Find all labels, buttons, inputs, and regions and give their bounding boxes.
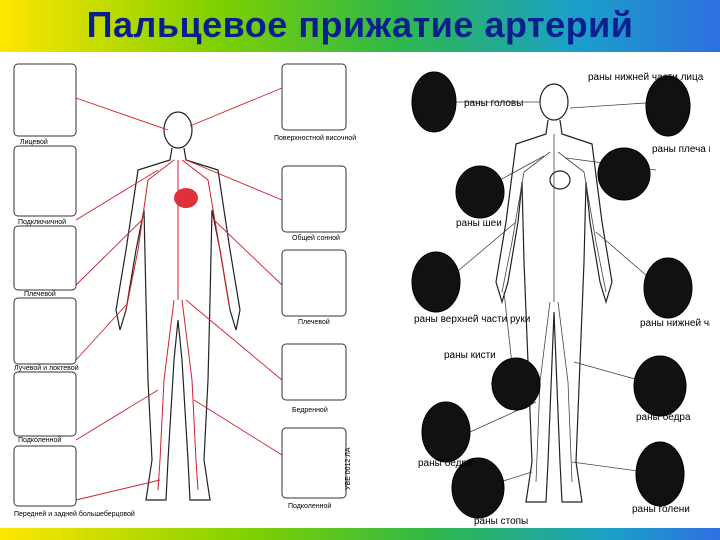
left-watermark: УВЕ 0012 ЛА [345, 447, 352, 490]
heart-right [549, 170, 571, 190]
left-label-brachial-1: Плечевой [24, 290, 56, 298]
right-label-thigh-1: раны бедра [636, 411, 691, 423]
left-label-femoral: Бедренной [292, 406, 328, 414]
bottom-strip [0, 528, 720, 540]
right-label-neck: раны шеи [456, 218, 502, 229]
heart [174, 188, 198, 208]
body-figure-left [115, 111, 241, 501]
page-title: Пальцевое прижатие артерий [86, 4, 634, 45]
left-label-popliteal-2: Подколенной [288, 502, 331, 510]
slide-content: Лицевой Поверхностной височной Подключич… [0, 52, 720, 530]
right-label-lower-face: раны нижней части лица [588, 72, 704, 83]
left-label-tibial: Передней и задней большеберцовой [14, 510, 135, 518]
right-diagram: раны головы раны нижней части лица раны … [411, 71, 710, 527]
right-label-head: раны головы [464, 98, 523, 109]
right-label-upper-arm: раны верхней части руки [414, 314, 530, 325]
left-label-popliteal-1: Подколенной [18, 436, 61, 444]
left-label-brachial-2: Плечевой [298, 318, 330, 326]
left-label-temporal: Поверхностной височной [274, 134, 356, 142]
right-label-lower-arm: раны нижней части руки [640, 318, 710, 329]
right-label-shoulder: раны плеча и самой верхней части руки [652, 144, 710, 155]
left-label-facial: Лицевой [20, 138, 48, 146]
left-diagram: Лицевой Поверхностной височной Подключич… [13, 63, 356, 518]
right-label-hand: раны кисти [444, 350, 496, 361]
vignettes-left-column [13, 63, 77, 507]
left-label-subclavian: Подключичной [18, 218, 66, 226]
left-label-carotid: Общей сонной [292, 234, 340, 242]
right-label-foot: раны стопы [474, 516, 528, 527]
vignettes-right [411, 71, 693, 519]
left-label-radial-ulnar: Лучевой и локтевой [14, 364, 79, 372]
vessels-right [501, 134, 607, 483]
right-label-shin: раны голени [632, 504, 690, 515]
vignettes-right-column [281, 63, 347, 499]
arteries-left [125, 159, 231, 491]
connector-lines-left [75, 87, 283, 501]
title-bar [0, 0, 720, 52]
right-label-thigh-2: раны бедра [418, 457, 473, 469]
